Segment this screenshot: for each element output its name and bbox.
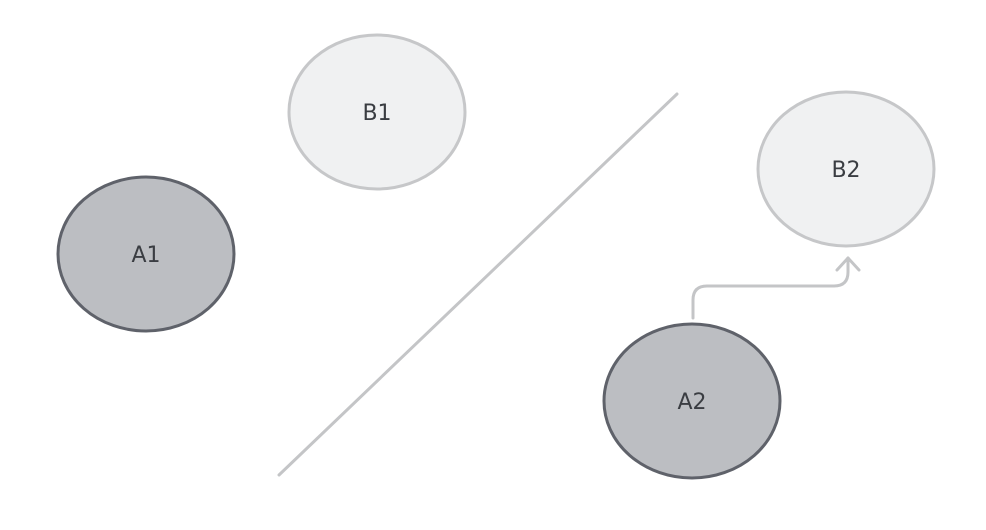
node-b1[interactable]: B1 bbox=[287, 33, 467, 191]
node-a2[interactable]: A2 bbox=[602, 322, 782, 480]
node-a2-label: A2 bbox=[677, 390, 706, 415]
node-b2[interactable]: B2 bbox=[756, 90, 936, 248]
node-b1-label: B1 bbox=[362, 101, 391, 126]
divider-line bbox=[277, 92, 679, 477]
node-a1-shape bbox=[56, 175, 236, 333]
connector-a2-b2 bbox=[691, 256, 850, 320]
node-a1-label: A1 bbox=[131, 243, 160, 268]
node-a1[interactable]: A1 bbox=[56, 175, 236, 333]
arrowhead-icon bbox=[835, 256, 861, 272]
node-b2-shape bbox=[756, 90, 936, 248]
node-b2-label: B2 bbox=[831, 158, 860, 183]
node-a2-shape bbox=[602, 322, 782, 480]
node-b1-shape bbox=[287, 33, 467, 191]
